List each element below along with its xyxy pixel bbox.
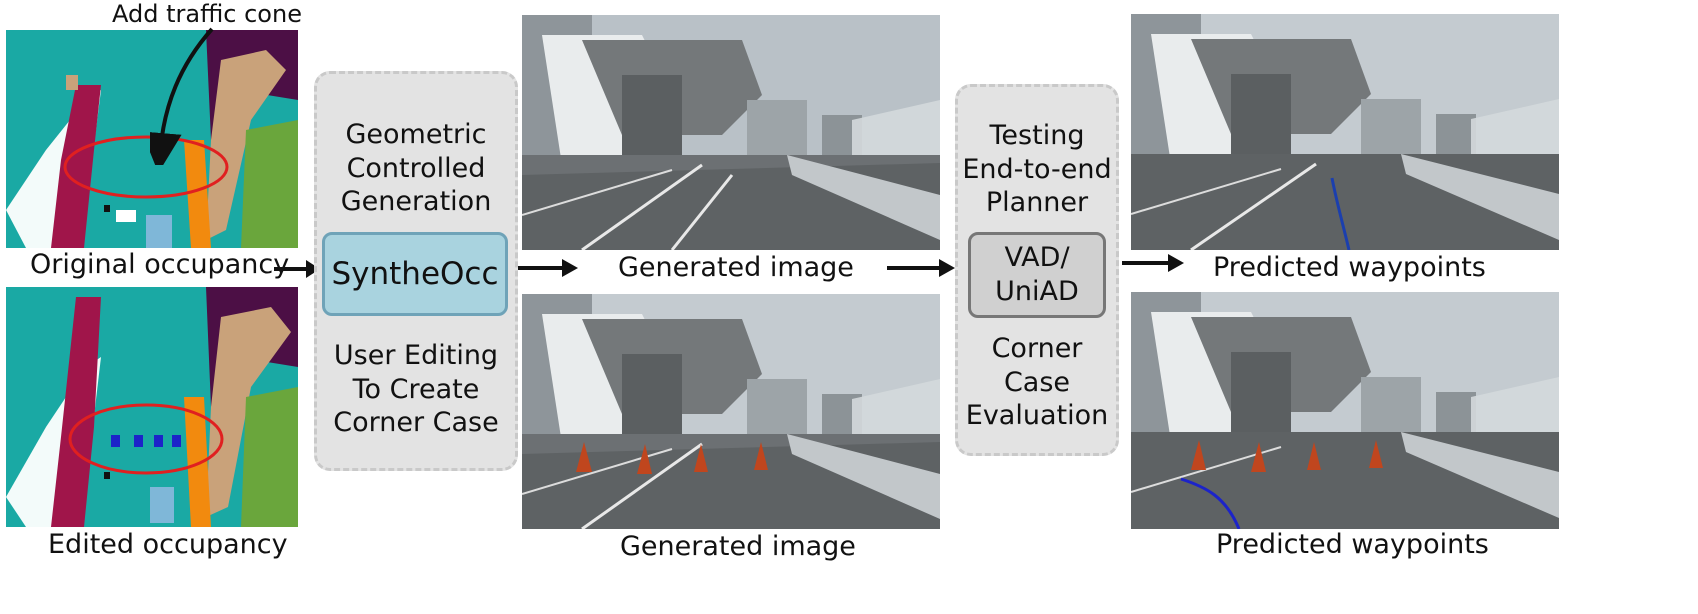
generation-title-line1: Geometric: [345, 119, 487, 150]
original-occupancy-caption: Original occupancy: [30, 249, 290, 280]
planner-panel: Testing End-to-end Planner VAD/ UniAD Co…: [955, 84, 1119, 456]
generation-panel: Geometric Controlled Generation SyntheOc…: [314, 71, 518, 471]
generation-title-line2: Controlled: [346, 153, 486, 184]
generated-image-top-caption: Generated image: [618, 252, 854, 283]
predicted-waypoints-top-caption: Predicted waypoints: [1213, 252, 1486, 283]
generated-image-top: [522, 15, 940, 250]
vad-label: VAD/: [1004, 242, 1070, 273]
predicted-waypoints-image-top: [1131, 14, 1559, 250]
predicted-waypoints-image-bottom: [1131, 292, 1559, 529]
uniad-label: UniAD: [995, 276, 1079, 307]
syntheocc-model-box: SyntheOcc: [322, 232, 508, 316]
planner-sub-line2: Case: [1003, 367, 1071, 398]
generated-image-bottom-caption: Generated image: [620, 531, 856, 562]
generation-sub-line3: Corner Case: [333, 407, 499, 438]
vad-uniad-model-box: VAD/ UniAD: [968, 232, 1106, 318]
arrow-to-generated: [518, 259, 578, 277]
arrow-to-generation: [274, 260, 320, 278]
planner-title-line2: End-to-end: [962, 154, 1112, 185]
annotation-arrow: [150, 27, 214, 165]
edited-occupancy-image: [6, 287, 298, 527]
planner-sub-line3: Evaluation: [965, 400, 1109, 431]
generation-sub-line2: To Create: [352, 374, 480, 405]
predicted-waypoints-bottom-caption: Predicted waypoints: [1216, 529, 1489, 560]
generation-sub-line1: User Editing: [333, 340, 499, 371]
planner-title-line1: Testing: [989, 120, 1085, 151]
generation-title-line3: Generation: [340, 186, 492, 217]
arrow-to-planner: [887, 259, 955, 277]
edited-occupancy-caption: Edited occupancy: [48, 529, 288, 560]
arrow-to-predicted: [1122, 254, 1184, 272]
add-traffic-cone-label: Add traffic cone: [112, 0, 302, 28]
planner-title-line3: Planner: [985, 187, 1089, 218]
planner-sub-line1: Corner: [991, 333, 1083, 364]
generated-image-bottom: [522, 294, 940, 529]
syntheocc-label: SyntheOcc: [331, 256, 499, 292]
